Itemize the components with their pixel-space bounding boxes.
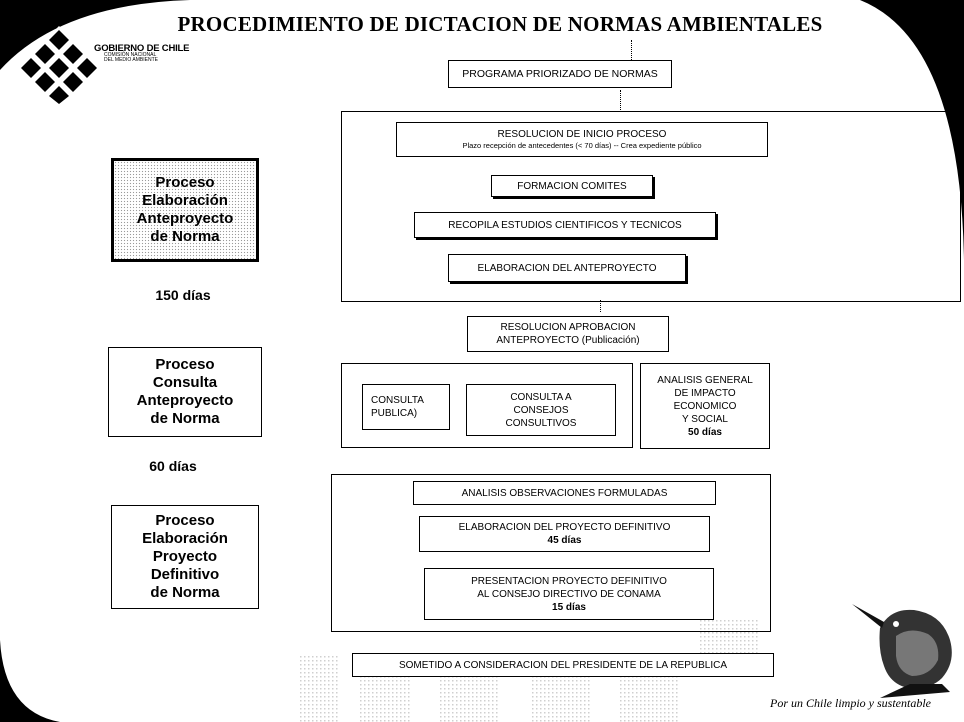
connector bbox=[631, 40, 632, 60]
step-resolucion-inicio: RESOLUCION DE INICIO PROCESO Plazo recep… bbox=[396, 122, 768, 157]
step-analisis-line3: ECONOMICO bbox=[673, 400, 737, 412]
step-consulta-consejos: CONSULTA A CONSEJOS CONSULTIVOS bbox=[466, 384, 616, 436]
step-presentacion-line1: PRESENTACION PROYECTO DEFINITIVO bbox=[471, 575, 667, 587]
step-proyecto-definitivo: ELABORACION DEL PROYECTO DEFINITIVO 45 d… bbox=[419, 516, 710, 552]
hummingbird-icon bbox=[852, 604, 952, 698]
phase-1-line1: Proceso bbox=[155, 174, 215, 191]
step-aprobacion-line1: RESOLUCION APROBACION bbox=[500, 322, 636, 333]
phase-2-days: 60 días bbox=[149, 458, 197, 474]
connector bbox=[600, 300, 601, 312]
phase-2-label: Proceso Consulta Anteproyecto de Norma bbox=[108, 347, 262, 437]
step-consulta-publica: CONSULTA PUBLICA) bbox=[362, 384, 450, 430]
connector bbox=[620, 90, 621, 110]
slogan: Por un Chile limpio y sustentable bbox=[770, 696, 931, 710]
phase-2-container bbox=[341, 363, 633, 448]
step-formacion-comites: FORMACION COMITES bbox=[491, 175, 653, 197]
phase-2-line3: Anteproyecto bbox=[136, 392, 234, 409]
step-aprobacion-line2: ANTEPROYECTO (Publicación) bbox=[496, 335, 640, 346]
phase-3-line2: Elaboración bbox=[142, 530, 228, 547]
phase-2-line4: de Norma bbox=[150, 410, 220, 427]
step-analisis-line1: ANALISIS GENERAL bbox=[657, 374, 753, 386]
gov-line1: COMISIÓN NACIONAL bbox=[104, 52, 157, 58]
phase-2-line1: Proceso bbox=[155, 356, 215, 373]
step-formacion-label: FORMACION COMITES bbox=[517, 180, 627, 192]
step-analisis-impacto: ANALISIS GENERAL DE IMPACTO ECONOMICO Y … bbox=[640, 363, 770, 449]
gov-name: GOBIERNO DE CHILE bbox=[94, 43, 190, 54]
step-proyecto-def-label: ELABORACION DEL PROYECTO DEFINITIVO bbox=[458, 522, 671, 533]
step-elaboracion-anteproyecto: ELABORACION DEL ANTEPROYECTO bbox=[448, 254, 686, 282]
step-presidente-republica: SOMETIDO A CONSIDERACION DEL PRESIDENTE … bbox=[352, 653, 774, 677]
phase-1-line4: de Norma bbox=[150, 228, 220, 245]
phase-3-line4: Definitivo bbox=[150, 566, 220, 583]
step-analisis-observaciones: ANALISIS OBSERVACIONES FORMULADAS bbox=[413, 481, 716, 505]
phase-3-label: Proceso Elaboración Proyecto Definitivo … bbox=[111, 505, 259, 609]
step-presentacion-consejo: PRESENTACION PROYECTO DEFINITIVO AL CONS… bbox=[424, 568, 714, 620]
organization-name: GOBIERNO DE CHILE COMISIÓN NACIONAL DEL … bbox=[94, 43, 190, 63]
step-analisis-line4: Y SOCIAL bbox=[682, 413, 728, 425]
phase-1-container bbox=[341, 111, 961, 302]
step-analisis-days: 50 días bbox=[688, 426, 722, 438]
gov-line2: DEL MEDIO AMBIENTE bbox=[104, 57, 158, 63]
step-analisis-line2: DE IMPACTO bbox=[674, 387, 736, 399]
step-presentacion-line2: AL CONSEJO DIRECTIVO DE CONAMA bbox=[477, 588, 661, 600]
phase-1-days: 150 días bbox=[155, 287, 211, 303]
step-consejos-line2: CONSEJOS bbox=[513, 404, 569, 416]
step-consulta-publica-line2: PUBLICA) bbox=[371, 408, 418, 419]
step-programa-label: PROGRAMA PRIORIZADO DE NORMAS bbox=[462, 67, 658, 80]
step-resolucion-aprobacion: RESOLUCION APROBACION ANTEPROYECTO (Publ… bbox=[467, 316, 669, 352]
step-observaciones-label: ANALISIS OBSERVACIONES FORMULADAS bbox=[461, 487, 668, 499]
step-programa-priorizado: PROGRAMA PRIORIZADO DE NORMAS bbox=[448, 60, 672, 88]
step-recopila-label: RECOPILA ESTUDIOS CIENTIFICOS Y TECNICOS bbox=[448, 219, 682, 231]
phase-1-line3: Anteproyecto bbox=[136, 210, 234, 227]
phase-3-line5: de Norma bbox=[150, 584, 220, 601]
step-consulta-publica-line1: CONSULTA bbox=[371, 395, 424, 406]
step-resolucion-inicio-sub: Plazo recepción de antecedentes (< 70 dí… bbox=[462, 141, 702, 150]
step-consejos-line1: CONSULTA A bbox=[510, 391, 572, 403]
step-resolucion-inicio-label: RESOLUCION DE INICIO PROCESO bbox=[497, 129, 667, 140]
step-consejos-line3: CONSULTIVOS bbox=[505, 417, 577, 429]
phase-3-line1: Proceso bbox=[155, 512, 215, 529]
step-elaboracion-ante-label: ELABORACION DEL ANTEPROYECTO bbox=[477, 262, 657, 274]
step-presentacion-days: 15 días bbox=[552, 601, 586, 613]
step-recopila-estudios: RECOPILA ESTUDIOS CIENTIFICOS Y TECNICOS bbox=[414, 212, 716, 238]
phase-1-line2: Elaboración bbox=[142, 192, 228, 209]
phase-3-container bbox=[331, 474, 771, 632]
phase-1-label: Proceso Elaboración Anteproyecto de Norm… bbox=[111, 158, 259, 262]
phase-3-line3: Proyecto bbox=[152, 548, 218, 565]
phase-2-line2: Consulta bbox=[152, 374, 218, 391]
step-presidente-label: SOMETIDO A CONSIDERACION DEL PRESIDENTE … bbox=[398, 659, 728, 671]
page-title: PROCEDIMIENTO DE DICTACION DE NORMAS AMB… bbox=[177, 12, 823, 36]
gobierno-logo-icon bbox=[21, 26, 97, 104]
step-proyecto-def-days: 45 días bbox=[547, 535, 582, 546]
